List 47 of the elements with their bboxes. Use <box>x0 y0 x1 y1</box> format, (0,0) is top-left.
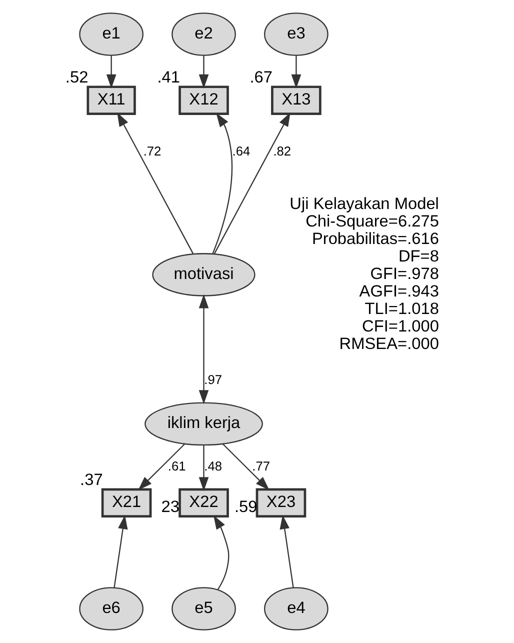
arrow <box>198 56 209 88</box>
node-box: X13 <box>271 86 322 115</box>
node-ellipse: motivasi <box>152 253 256 296</box>
node-ellipse: e1 <box>79 12 144 56</box>
arrow <box>213 515 230 590</box>
arrow <box>114 514 128 588</box>
label: Chi-Square=6.275 <box>306 212 439 230</box>
node-label: .52 <box>65 68 88 86</box>
arrow <box>106 56 116 88</box>
edge-label: .61 <box>168 458 186 474</box>
arrow <box>222 444 270 490</box>
edge-label: .97 <box>204 372 222 387</box>
node-ellipse: e3 <box>264 12 328 56</box>
node-label: .37 <box>80 470 103 489</box>
node-ellipse: e6 <box>79 587 144 630</box>
edge-label: .72 <box>143 144 162 159</box>
label: TLI=1.018 <box>364 300 439 318</box>
arrow <box>291 56 302 88</box>
arrow <box>138 444 186 490</box>
node-box: X22 <box>178 488 229 518</box>
node-box: X23 <box>256 488 306 518</box>
node-box: X21 <box>101 488 152 518</box>
label: CFI=1.000 <box>362 318 439 336</box>
label: Probabilitas=.616 <box>312 230 439 248</box>
node-label: .41 <box>157 68 180 86</box>
node-ellipse: iklim kerja <box>144 402 263 446</box>
edge-label: .48 <box>204 458 222 474</box>
arrow <box>280 514 294 588</box>
arrow <box>198 445 209 492</box>
node-box: X11 <box>86 86 136 115</box>
node-box: X12 <box>178 86 229 115</box>
label: AGFI=.943 <box>359 282 439 301</box>
label: RMSEA=.000 <box>339 335 439 354</box>
node-label: .67 <box>250 68 272 86</box>
arrow <box>214 112 290 254</box>
node-ellipse: e4 <box>264 587 328 630</box>
node-ellipse: e5 <box>172 587 236 630</box>
node-ellipse: e2 <box>172 12 236 56</box>
label: Uji Kelayakan Model <box>290 194 439 213</box>
edge-label: .77 <box>252 458 270 474</box>
label: DF=8 <box>398 247 439 266</box>
arrow <box>198 294 209 404</box>
arrow <box>212 112 232 254</box>
arrow <box>117 112 194 254</box>
edge-label: .64 <box>232 144 250 159</box>
edge-label: .82 <box>273 144 292 159</box>
label: GFI=.978 <box>370 265 439 284</box>
